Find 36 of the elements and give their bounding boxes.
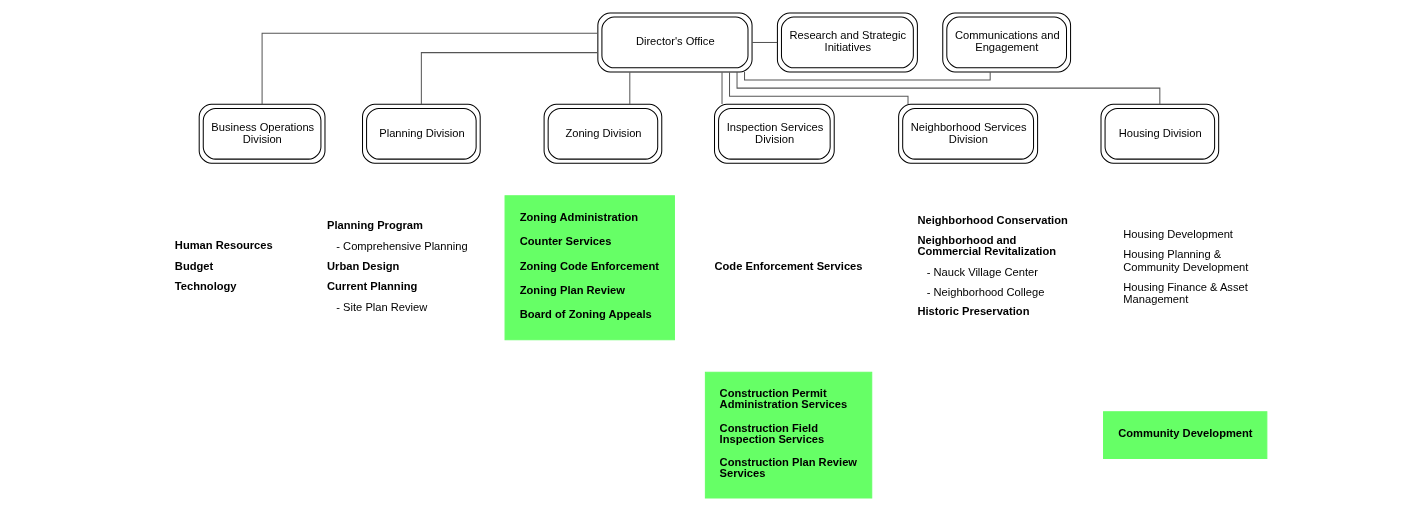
node-box: Research and Strategic Initiatives: [776, 12, 918, 72]
node-box: Neighborhood Services Division: [897, 103, 1038, 164]
node-box: Inspection Services Division: [713, 103, 835, 164]
node-box: Housing Division: [1100, 103, 1219, 164]
node-box: Business Operations Division: [198, 103, 325, 164]
label: Budget: [174, 259, 213, 271]
label: Technology: [174, 279, 237, 292]
node-box: Zoning Administration Counter Services Zoning Code Enforcement Zoning Plan Review Board of Zoning Appeals: [504, 194, 675, 340]
connector: [751, 41, 778, 43]
node-box: Community Development: [1102, 410, 1267, 459]
connector: [628, 71, 630, 105]
label: Housing Planning & Community Development: [1122, 247, 1248, 273]
label: - Site Plan Review: [335, 300, 427, 313]
node-box: Director's Office: [596, 12, 753, 72]
label: - Comprehensive Planning: [335, 239, 468, 252]
label: Human Resources: [174, 238, 273, 251]
label: - Neighborhood College: [926, 285, 1044, 298]
node-box: Construction Permit Administration Services Construction Field Inspection Services Construction Plan Review Services: [704, 371, 872, 498]
label: Current Planning: [326, 279, 417, 292]
label: Neighborhood and Commercial Revitalization: [916, 233, 1056, 257]
label: - Nauck Village Center: [926, 265, 1038, 278]
label: Urban Design: [326, 259, 399, 271]
label: Neighborhood Conservation: [916, 213, 1068, 226]
connector: [261, 32, 598, 105]
connector: [743, 71, 991, 80]
node-box: Planning Division: [361, 103, 481, 164]
node-box: Zoning Division: [543, 103, 662, 164]
label: Housing Finance & Asset Management: [1122, 280, 1248, 305]
connector: [728, 71, 908, 105]
label: Historic Preservation: [916, 304, 1029, 317]
connector: [420, 51, 598, 105]
connector: [721, 71, 723, 105]
label: Planning Program: [326, 218, 423, 231]
label: Code Enforcement Services: [714, 259, 862, 271]
label: Housing Development: [1122, 227, 1233, 240]
node-box: Communications and Engagement: [941, 12, 1071, 72]
